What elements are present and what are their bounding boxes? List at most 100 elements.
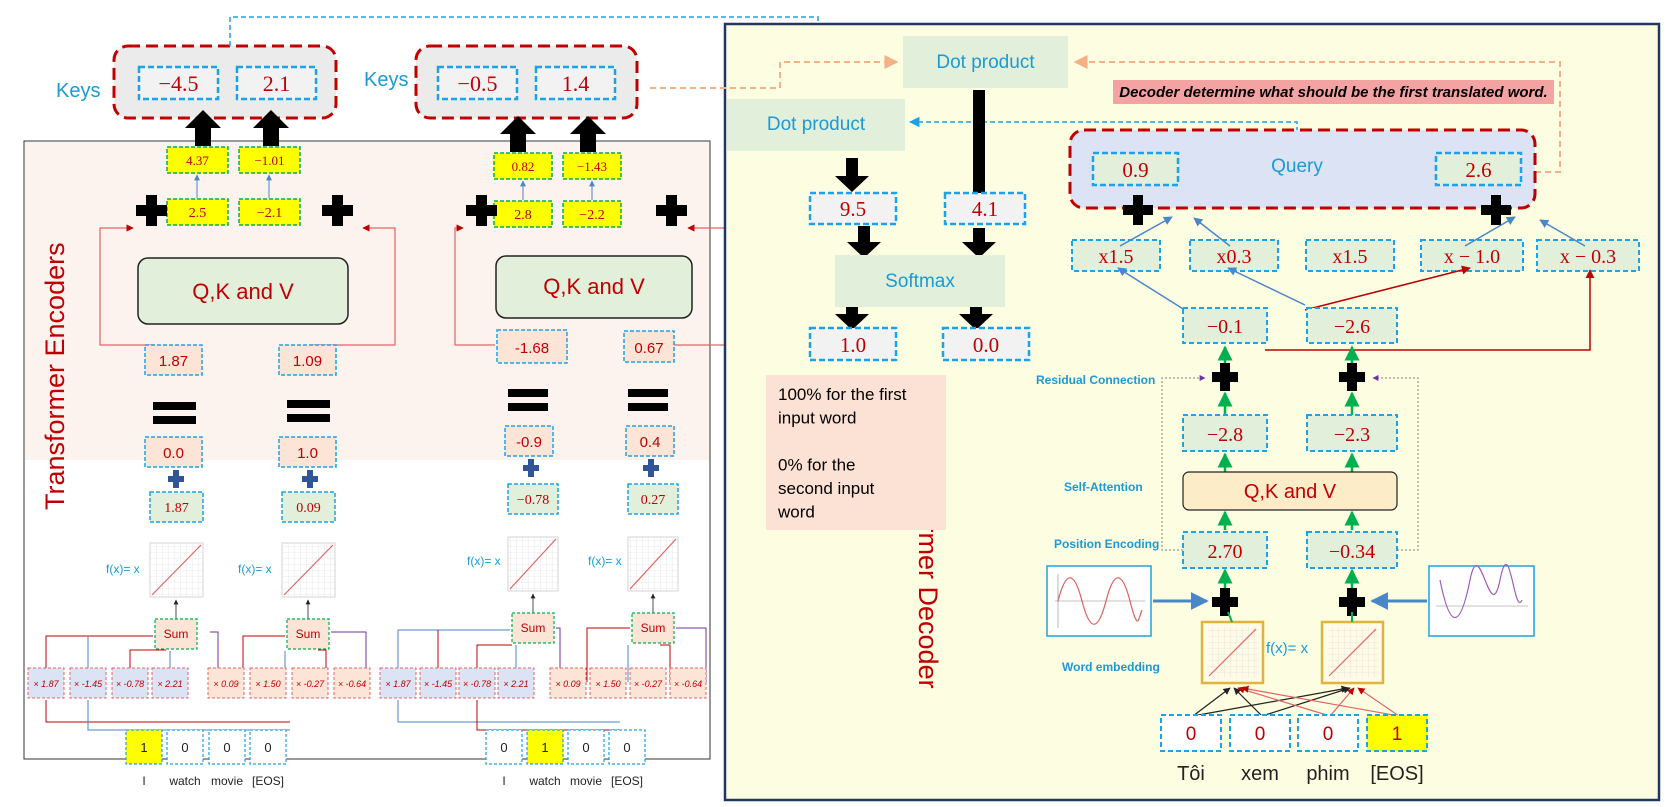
svg-text:Q,K and V: Q,K and V [192, 279, 294, 304]
query-value-box: 2.6 [1434, 151, 1523, 187]
svg-text:1.0: 1.0 [297, 445, 318, 462]
svg-text:2.6: 2.6 [1465, 158, 1491, 182]
svg-text:1: 1 [140, 740, 147, 755]
multiplier-box: x1.5 [1305, 239, 1395, 272]
svg-text:0: 0 [582, 740, 589, 755]
qkv-block: Q,K and V [1182, 471, 1398, 511]
down-arrow [962, 228, 996, 258]
svg-text:x − 0.3: x − 0.3 [1560, 246, 1616, 268]
svg-text:1: 1 [541, 740, 548, 755]
down-arrow [847, 226, 881, 258]
plus-icon [1212, 363, 1238, 391]
key-value-box: 1.4 [534, 65, 617, 101]
sum-box: Sum [154, 618, 198, 650]
note-line: second input [778, 479, 875, 498]
svg-text:× 0.09: × 0.09 [555, 679, 580, 689]
value-box: 0.09 [281, 491, 336, 523]
weight-box: × -0.64 [333, 667, 371, 699]
input-word-label: [EOS] [611, 774, 643, 788]
keys-label-right: Keys [364, 69, 408, 91]
yellow-value-box: −1.43 [562, 152, 622, 180]
value-box: 1.09 [278, 344, 337, 376]
equals-icon [287, 400, 330, 422]
svg-text:0.67: 0.67 [634, 340, 663, 357]
svg-text:× -0.78: × -0.78 [116, 679, 144, 689]
yellow-value-box: −2.2 [562, 200, 622, 228]
svg-text:× -0.78: × -0.78 [463, 679, 491, 689]
input-word-label: [EOS] [252, 774, 284, 788]
qkv-block: Q,K and V [137, 257, 349, 325]
svg-text:0.27: 0.27 [641, 493, 666, 508]
residual-connection-label: Residual Connection [1036, 373, 1155, 387]
svg-text:× -0.27: × -0.27 [634, 679, 663, 689]
query-value-box: 0.9 [1091, 151, 1180, 187]
key-value-box: 2.1 [235, 65, 318, 101]
svg-text:−2.2: −2.2 [579, 208, 604, 223]
svg-text:× 2.21: × 2.21 [157, 679, 182, 689]
svg-text:−4.5: −4.5 [159, 71, 199, 96]
svg-text:−2.8: −2.8 [1207, 424, 1243, 446]
dot-product-box: Dot product [903, 36, 1068, 88]
svg-text:× 1.50: × 1.50 [595, 679, 620, 689]
up-arrow [185, 110, 221, 146]
one-hot-input: 0 [1297, 714, 1359, 752]
input-word-label: movie [211, 774, 243, 788]
svg-text:2.8: 2.8 [514, 208, 532, 223]
weight-box: × 1.50 [589, 667, 627, 699]
qkv-block: Q,K and V [495, 255, 693, 319]
input-word-label: xem [1241, 763, 1279, 785]
weight-box: × -0.64 [669, 667, 707, 699]
equals-icon [628, 389, 668, 411]
weight-box: × 1.87 [27, 667, 65, 699]
input-word-label: watch [528, 774, 560, 788]
plus-icon [322, 195, 353, 226]
one-hot-input: 0 [1160, 714, 1222, 752]
svg-text:−0.1: −0.1 [1207, 316, 1243, 338]
score-box: 9.5 [808, 191, 898, 226]
value-box: 0.4 [625, 425, 675, 457]
value-box: −0.78 [507, 483, 559, 515]
svg-text:0: 0 [500, 740, 507, 755]
weight-box: × 1.87 [379, 667, 417, 699]
input-word-label: Tôi [1177, 763, 1205, 785]
multiplier-box: x1.5 [1071, 239, 1161, 272]
softmax-box: Softmax [835, 255, 1005, 307]
softmax-output-box: 0.0 [941, 326, 1031, 362]
plus-icon [643, 459, 659, 477]
input-word-label: watch [168, 774, 200, 788]
weight-box: × 2.21 [151, 667, 189, 699]
svg-text:× 1.50: × 1.50 [255, 679, 280, 689]
note-line: 0% for the [778, 456, 856, 475]
value-box: 1.0 [278, 436, 337, 468]
svg-text:1.0: 1.0 [840, 333, 866, 357]
value-box: 0.0 [144, 436, 203, 468]
value-box: −2.3 [1306, 414, 1398, 452]
plus-icon [136, 195, 167, 226]
one-hot-input: 0 [1229, 714, 1291, 752]
svg-text:0: 0 [223, 740, 230, 755]
svg-text:−2.3: −2.3 [1334, 424, 1370, 446]
note-line: word [777, 503, 815, 522]
one-hot-input: 0 [608, 729, 646, 765]
svg-text:2.5: 2.5 [189, 206, 207, 221]
weight-box: × -0.78 [458, 667, 496, 699]
svg-text:x1.5: x1.5 [1099, 246, 1134, 268]
sum-box: Sum [511, 612, 555, 644]
svg-text:-0.9: -0.9 [516, 434, 542, 451]
input-word-label: I [502, 774, 505, 788]
svg-text:× -1.45: × -1.45 [424, 679, 453, 689]
svg-text:2.70: 2.70 [1208, 541, 1243, 563]
svg-text:−1.43: −1.43 [577, 159, 607, 174]
identity-function-chart [281, 542, 336, 598]
identity-function-chart [1200, 620, 1265, 685]
plus-icon [656, 195, 687, 226]
softmax-output-box: 1.0 [808, 326, 898, 362]
multiplier-box: x − 0.3 [1536, 239, 1640, 272]
svg-text:0.09: 0.09 [296, 501, 321, 516]
identity-function-chart [1320, 620, 1385, 685]
svg-text:Softmax: Softmax [885, 271, 955, 292]
svg-text:−0.78: −0.78 [517, 493, 549, 508]
fx-label: f(x)= x [238, 562, 272, 576]
sine-wave-chart [1046, 565, 1152, 637]
up-arrow [570, 116, 606, 152]
